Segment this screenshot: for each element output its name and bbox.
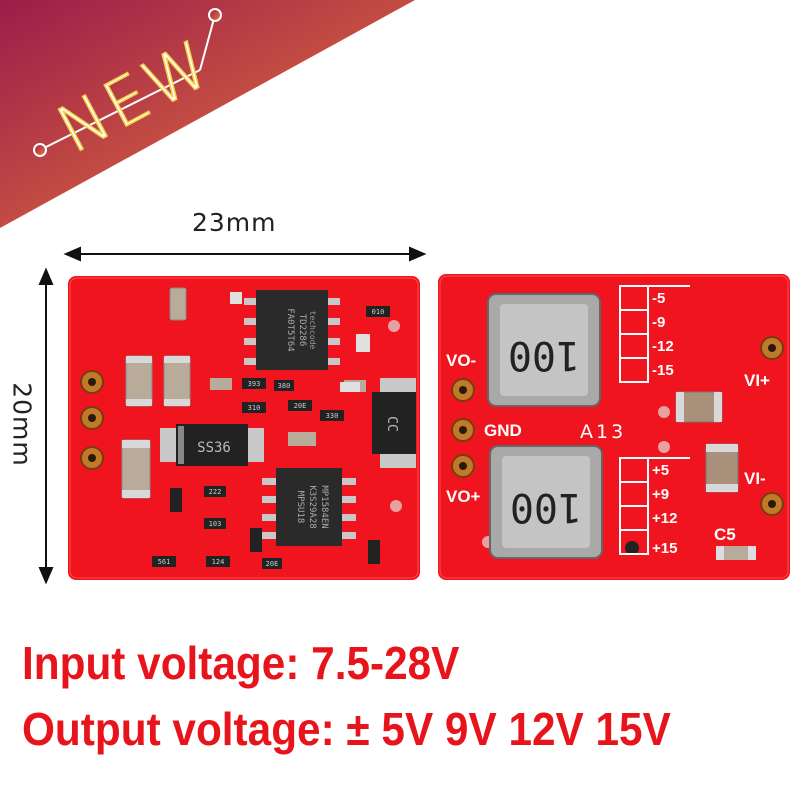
pos-option-9: +9 (652, 486, 669, 503)
chip-bottom-line3: MPSU18 (295, 491, 305, 524)
neg-option-5: -5 (652, 290, 665, 307)
neg-option-12: -12 (652, 338, 674, 355)
pin-label-vo-plus: VO+ (446, 487, 481, 506)
chip-top-line2: TD2286 (297, 314, 307, 347)
chip-bottom (262, 468, 356, 546)
pin-label-gnd: GND (484, 421, 522, 440)
front-board: techcode TD2286 FA0T5T64 MP1584EN K3S29A… (68, 276, 420, 580)
output-voltage-caption: Output voltage: ± 5V 9V 12V 15V (22, 703, 671, 755)
pos-option-12: +12 (652, 510, 677, 527)
resistor-13: 20E (266, 560, 279, 568)
neg-option-15: -15 (652, 362, 674, 379)
chip-bottom-line1: MP1584EN (319, 485, 329, 528)
resistor-6: 20E (294, 402, 307, 410)
resistor-3: 380 (278, 382, 291, 390)
resistor-9: 103 (209, 520, 222, 528)
inductor-bottom: 100 (489, 445, 603, 559)
resistor-1: 010 (372, 308, 385, 316)
resistor-5: 310 (248, 404, 261, 412)
chip-top-line3: FA0T5T64 (285, 308, 295, 351)
diode-ss36: SS36 (160, 424, 264, 466)
chip-bottom-line2: K3S29A28 (307, 485, 317, 528)
diode-ss36-label: SS36 (197, 440, 231, 456)
pos-option-15: +15 (652, 540, 677, 557)
neg-option-9: -9 (652, 314, 665, 331)
diode-cc-label: CC (384, 416, 399, 432)
resistor-12: 124 (212, 558, 225, 566)
cap-label-c5: C5 (714, 525, 736, 544)
pin-label-vi-minus: VI- (744, 469, 766, 488)
pos-option-5: +5 (652, 462, 669, 479)
pin-label-vi-plus: VI+ (744, 371, 770, 390)
width-dimension-label: 23mm (192, 208, 277, 237)
back-board: 100 100 -5 -9 -12 -15 +5 +9 (438, 274, 790, 580)
input-voltage-caption: Input voltage: 7.5-28V (22, 637, 460, 689)
board-id: A13 (580, 421, 626, 443)
resistor-11: 561 (158, 558, 171, 566)
inductor-top-label: 100 (508, 332, 580, 378)
resistor-4: 330 (326, 412, 339, 420)
chip-top-line1: techcode (308, 311, 317, 350)
pin-label-vo-minus: VO- (446, 351, 476, 370)
resistor-7: 222 (209, 488, 222, 496)
inductor-top: 100 (487, 293, 601, 407)
resistor-2: 393 (248, 380, 261, 388)
inductor-bottom-label: 100 (510, 484, 582, 530)
chip-top: techcode (244, 290, 340, 370)
diode-cc: CC (372, 378, 416, 468)
